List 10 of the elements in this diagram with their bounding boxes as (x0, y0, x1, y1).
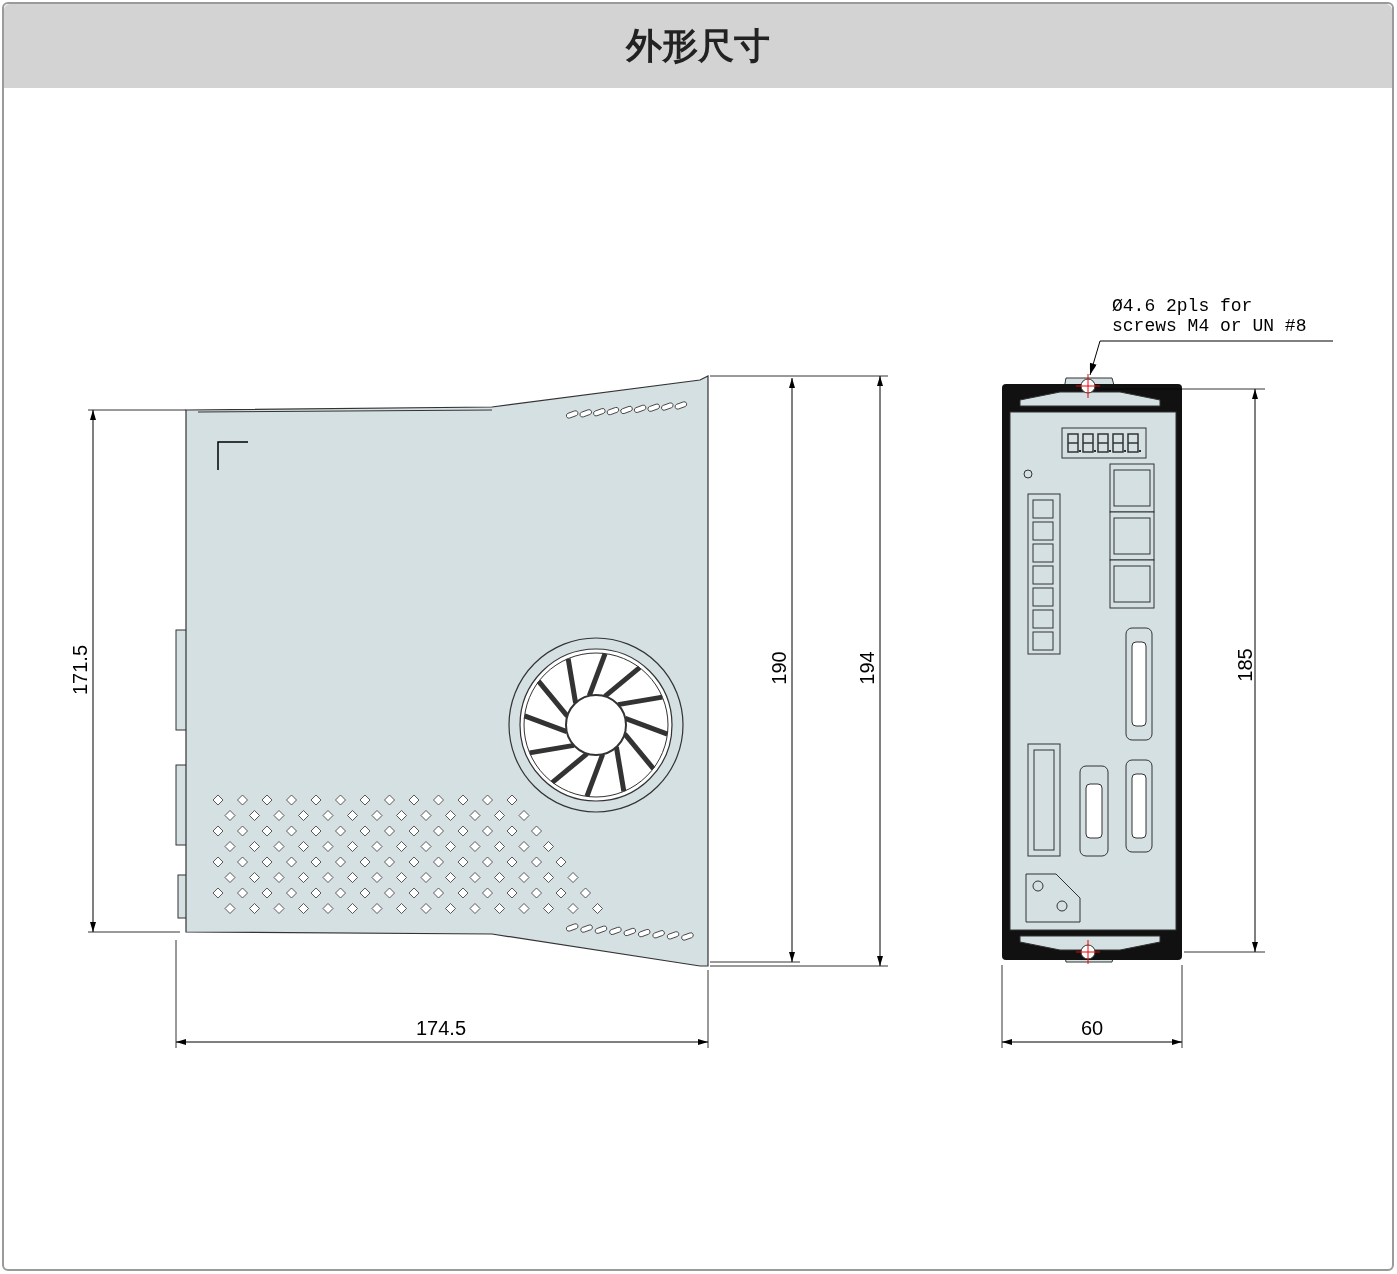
leader-line (1089, 340, 1334, 376)
callout-note: Ø4.6 2pls for screws M4 or UN #8 (1112, 296, 1337, 342)
dimension-value: 185 (1234, 648, 1256, 682)
dimension-value: 60 (1080, 1017, 1104, 1039)
mounting-hole (1076, 374, 1100, 398)
dimension-value: 174.5 (415, 1017, 467, 1039)
title-bar: 外形尺寸 (4, 4, 1392, 88)
dimension-value: 190 (768, 651, 790, 685)
dimension-value: 171.5 (69, 644, 91, 696)
dimension-value: 194 (856, 651, 878, 685)
